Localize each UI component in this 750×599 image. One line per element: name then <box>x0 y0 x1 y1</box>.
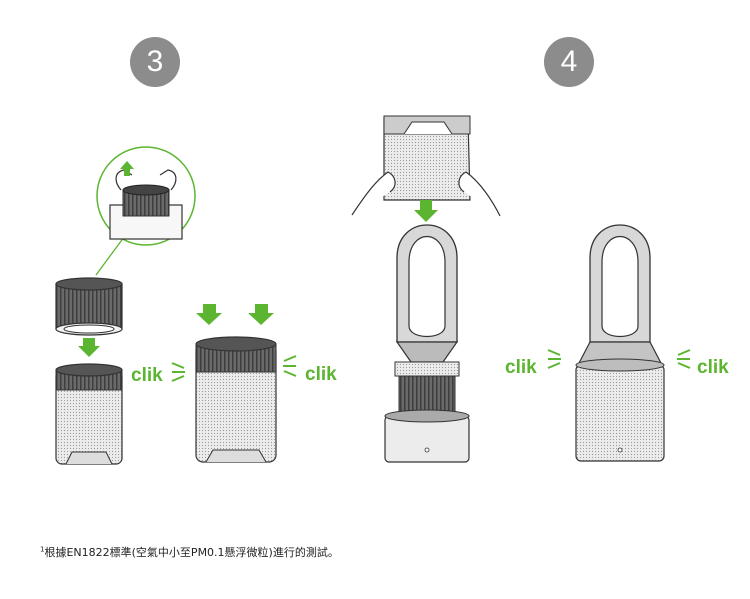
sound-wave-icon <box>171 362 185 382</box>
purifier-assembled <box>575 224 665 462</box>
step-3-badge: 3 <box>130 37 180 87</box>
click-label: clik <box>505 357 537 378</box>
arrow-up-icon <box>120 161 134 176</box>
arrow-down-icon <box>78 338 100 357</box>
step-4-badge: 4 <box>544 37 594 87</box>
footnote-text: 根據EN1822標準(空氣中小至PM0.1懸浮微粒)進行的測試。 <box>44 546 339 559</box>
purifier-base-left <box>55 363 123 465</box>
click-label: clik <box>131 365 163 386</box>
zoom-callout <box>95 146 196 276</box>
arrow-down-icon <box>248 304 274 325</box>
sound-wave-icon <box>547 349 561 369</box>
footnote-marker: 1 <box>40 545 45 554</box>
purifier-base-right <box>195 336 277 463</box>
filter-cylinder <box>55 277 123 336</box>
sound-wave-icon <box>283 355 297 377</box>
click-label: clik <box>305 364 337 385</box>
arrow-down-icon <box>414 200 438 222</box>
click-label: clik <box>697 357 729 378</box>
illustration-canvas <box>55 115 691 465</box>
filter-cover-with-hands <box>351 115 501 217</box>
footnote: 1根據EN1822標準(空氣中小至PM0.1懸浮微粒)進行的測試。 <box>40 544 339 560</box>
purifier-open <box>384 224 470 463</box>
sound-wave-icon <box>677 349 691 369</box>
arrow-down-icon <box>196 304 222 325</box>
